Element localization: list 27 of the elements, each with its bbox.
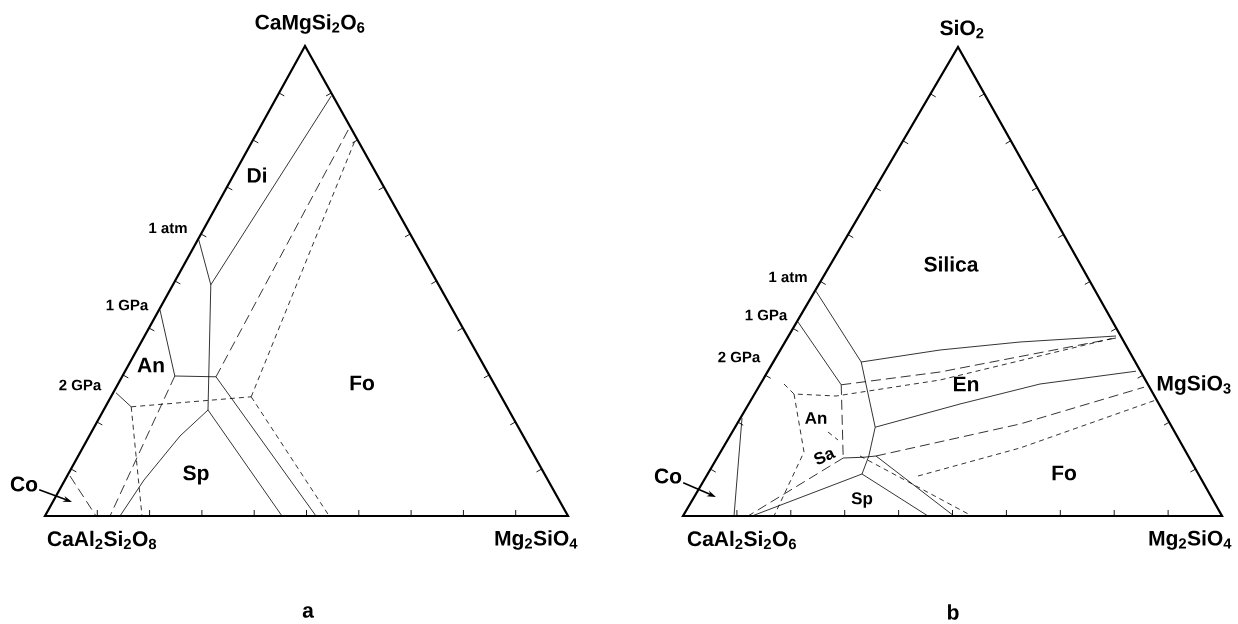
vertex-label: CaAl$_{2}$Si$_{2}$O$_{6}$ (687, 530, 796, 550)
phase-label: Fo (1052, 465, 1077, 481)
panel-label: a (302, 606, 314, 618)
phase-label: An (805, 412, 827, 424)
vertex-label: MgSiO$_{3}$ (1157, 375, 1231, 395)
vertex-label: SiO$_{2}$ (940, 19, 984, 39)
phase-label: Silica (924, 256, 979, 272)
vertex-label: Mg$_{2}$SiO$_{4}$ (495, 530, 578, 550)
pressure-label: 2 GPa (718, 351, 761, 363)
phase-label: Sp (183, 465, 209, 485)
vertex-label: Mg$_{2}$SiO$_{4}$ (1149, 530, 1232, 550)
panel-label: b (948, 604, 959, 620)
phase-label: Sa (814, 450, 836, 465)
pressure-label: 2 GPa (59, 379, 102, 391)
phase-label: Sp (851, 492, 873, 508)
vertex-label: CaMgSi$_{2}$O$_{6}$ (255, 14, 365, 34)
pressure-label: 1 GPa (106, 299, 149, 311)
phase-label: An (137, 357, 164, 373)
vertex-label: CaAl$_{2}$Si$_{2}$O$_{8}$ (47, 530, 157, 550)
point-label: Co (654, 468, 682, 484)
phase-label: Fo (350, 375, 374, 391)
phase-label: En (954, 376, 979, 392)
point-label: Co (10, 476, 38, 492)
pressure-label: 1 atm (149, 222, 187, 234)
pressure-label: 1 atm (769, 271, 807, 283)
phase-label: Di (247, 167, 266, 183)
pressure-label: 1 GPa (745, 309, 788, 321)
